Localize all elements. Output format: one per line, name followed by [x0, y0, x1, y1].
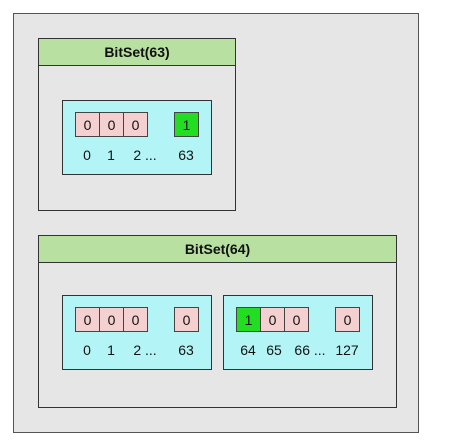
- bit-index-label: 2 ...: [133, 147, 157, 163]
- bit-cell: 0: [284, 307, 309, 332]
- bit-index-label: 63: [178, 342, 194, 358]
- bit-cell: 0: [335, 307, 360, 332]
- bit-index-label: 64: [240, 342, 256, 358]
- bit-index-label: 127: [335, 342, 359, 358]
- bit-cell: 0: [75, 307, 100, 332]
- bit-index-label: 0: [83, 342, 91, 358]
- bitset-63-word-0: 0 0 0 1 0 1 2 ... 63: [62, 100, 212, 175]
- bit-cell-set: 1: [236, 307, 261, 332]
- bit-cell: 0: [99, 307, 124, 332]
- bit-cell: 0: [123, 112, 148, 137]
- bit-index-label: 1: [107, 147, 115, 163]
- bitset-64-box: BitSet(64) 0 0 0 0 0 1 2 ... 63 1 0 0 0 …: [38, 235, 397, 408]
- diagram-canvas: BitSet(63) 0 0 0 1 0 1 2 ... 63 BitSet(6…: [13, 13, 419, 433]
- bit-index-label: 0: [83, 147, 91, 163]
- bitset-63-box: BitSet(63) 0 0 0 1 0 1 2 ... 63: [38, 38, 236, 211]
- bitset-64-word-0: 0 0 0 0 0 1 2 ... 63: [62, 295, 212, 370]
- bit-cell-set: 1: [174, 112, 199, 137]
- bit-cell: 0: [99, 112, 124, 137]
- bit-index-label: 1: [107, 342, 115, 358]
- bit-cell: 0: [174, 307, 199, 332]
- bit-cell: 0: [75, 112, 100, 137]
- bit-index-label: 66 ...: [294, 342, 326, 358]
- bit-cell: 0: [260, 307, 285, 332]
- bit-cell: 0: [123, 307, 148, 332]
- bit-index-label: 2 ...: [133, 342, 157, 358]
- bitset-64-word-1: 1 0 0 0 64 65 66 ... 127: [223, 295, 373, 370]
- bitset-63-title: BitSet(63): [38, 38, 236, 66]
- bitset-64-title: BitSet(64): [38, 235, 397, 263]
- bit-index-label: 63: [178, 147, 194, 163]
- bit-index-label: 65: [266, 342, 282, 358]
